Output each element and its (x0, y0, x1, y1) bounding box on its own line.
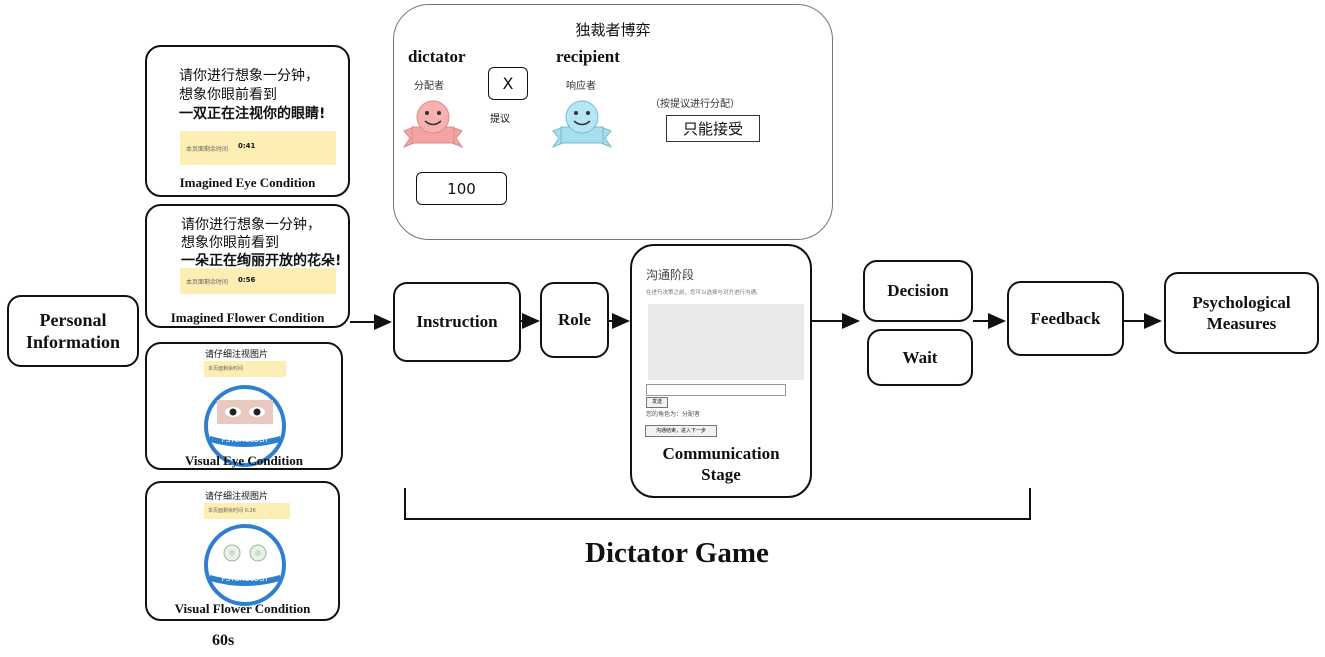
dictator-game-label: Dictator Game (585, 537, 769, 569)
recipient-cn-label: 响应者 (566, 81, 596, 92)
banner-text: 本页面剩余时间 (208, 366, 244, 372)
send-button-label: 发送 (651, 399, 662, 405)
panel-title: 独裁者博弈 (575, 21, 651, 39)
visual-flower-logo-text: PSYCHOLOGY (221, 575, 269, 583)
personal-info-line2: Information (26, 332, 120, 352)
visual-flower-condition-card: 请仔细注视图片 本页面剩余时间 0:26 PSYCHOLOGY Visual F… (145, 481, 340, 621)
banner-text: 本页面剩余时间 0:26 (208, 508, 256, 514)
communication-hint: 在进行决策之前，您可以选择与对方进行沟通。 (646, 290, 762, 296)
accept-only-text: 只能接受 (682, 120, 743, 138)
psych-line1: Psychological (1192, 293, 1291, 312)
dictator-cn-label: 分配者 (414, 81, 444, 92)
dictator-smiley-icon (402, 100, 464, 149)
next-step-label: 沟通结束，进入下一步 (655, 428, 706, 434)
imagined-eye-caption: Imagined Eye Condition (179, 175, 316, 190)
visual-flower-banner: 本页面剩余时间 0:26 (204, 503, 290, 519)
psych-line2: Measures (1206, 314, 1277, 333)
accept-only-box: 只能接受 (666, 115, 760, 142)
imagined-eye-condition-card: 请你进行想象一分钟， 想象你眼前看到 一双正在注视你的眼睛! 本页面剩余时间 0… (145, 45, 350, 197)
personal-information-box: Personal Information (7, 295, 139, 367)
recipient-smiley-icon (551, 100, 613, 149)
psych-label: Psychological Measures (1166, 274, 1317, 352)
timer-value: 0:56 (238, 276, 256, 284)
timer-value: 0:41 (238, 142, 256, 150)
role-label: Role (557, 310, 592, 329)
visual-eye-banner: 本页面剩余时间 (204, 361, 286, 377)
instruction-box: Instruction (393, 282, 521, 362)
visual-eye-caption: Visual Eye Condition (185, 453, 303, 468)
imagined-eye-line3: 一双正在注视你的眼睛! (179, 106, 326, 122)
imagined-flower-line1: 请你进行想象一分钟， (181, 217, 321, 233)
offer-value: X (502, 74, 514, 93)
timer-label: 本页面剩余时间 (186, 146, 229, 153)
visual-eye-condition-card: 请仔细注视图片 本页面剩余时间 PSYCHOLOGY Visual Eye Co… (145, 342, 343, 470)
visual-flower-caption: Visual Flower Condition (174, 601, 311, 616)
psychological-measures-box: Psychological Measures (1164, 272, 1319, 354)
personal-info-line1: Personal (39, 310, 107, 330)
feedback-box: Feedback (1007, 281, 1124, 356)
communication-caption-line1: Communication (662, 444, 780, 463)
dictator-label: dictator (408, 47, 466, 66)
visual-flower-title: 请仔细注视图片 (205, 492, 269, 502)
communication-caption-line2: Stage (701, 465, 741, 484)
dictator-game-bracket (404, 488, 1031, 520)
communication-caption: Communication Stage (632, 443, 810, 485)
allocation-note: （按提议进行分配） (650, 99, 740, 110)
instruction-label: Instruction (416, 312, 498, 331)
send-button[interactable]: 发送 (646, 397, 668, 408)
role-line: 您的角色为：分配者 (646, 411, 701, 418)
feedback-label: Feedback (1030, 308, 1101, 328)
psychology-eye-logo (204, 385, 286, 467)
wait-label: Wait (902, 347, 938, 367)
imagined-eye-line2: 想象你眼前看到 (179, 87, 277, 103)
imagined-eye-line1: 请你进行想象一分钟， (179, 68, 319, 84)
imagined-flower-condition-card: 请你进行想象一分钟， 想象你眼前看到 一朵正在绚丽开放的花朵! 本页面剩余时间 … (145, 204, 350, 328)
wait-box: Wait (867, 329, 973, 386)
dictator-game-panel: 独裁者博弈 dictator 分配者 X recipient 响应者 提议 （按… (393, 4, 833, 240)
imagined-flower-line2: 想象你眼前看到 (181, 235, 279, 251)
visual-eye-logo-text: PSYCHOLOGY (221, 436, 269, 444)
next-step-button[interactable]: 沟通结束，进入下一步 (645, 425, 717, 437)
psychology-flower-logo (204, 524, 286, 606)
duration-label: 60s (212, 632, 235, 649)
role-box: Role (540, 282, 609, 358)
imagined-flower-timer-banner: 本页面剩余时间 0:56 (180, 268, 336, 294)
imagined-flower-line3: 一朵正在绚丽开放的花朵! (181, 253, 342, 269)
visual-eye-title: 请仔细注视图片 (205, 350, 269, 360)
chat-input-field[interactable] (646, 384, 786, 396)
imagined-eye-timer-banner: 本页面剩余时间 0:41 (180, 131, 336, 165)
propose-label: 提议 (490, 114, 510, 125)
chat-display-area (648, 304, 804, 380)
offer-value-box: X (488, 67, 528, 100)
timer-label: 本页面剩余时间 (186, 279, 229, 286)
imagined-flower-caption: Imagined Flower Condition (170, 310, 325, 325)
decision-label: Decision (887, 281, 949, 300)
decision-box: Decision (863, 260, 973, 322)
recipient-label: recipient (556, 47, 620, 66)
communication-stage-box: 沟通阶段 在进行决策之前，您可以选择与对方进行沟通。 发送 您的角色为：分配者 … (630, 244, 812, 498)
endowment-value: 100 (447, 179, 476, 198)
communication-title: 沟通阶段 (646, 268, 695, 282)
endowment-box: 100 (416, 172, 507, 205)
